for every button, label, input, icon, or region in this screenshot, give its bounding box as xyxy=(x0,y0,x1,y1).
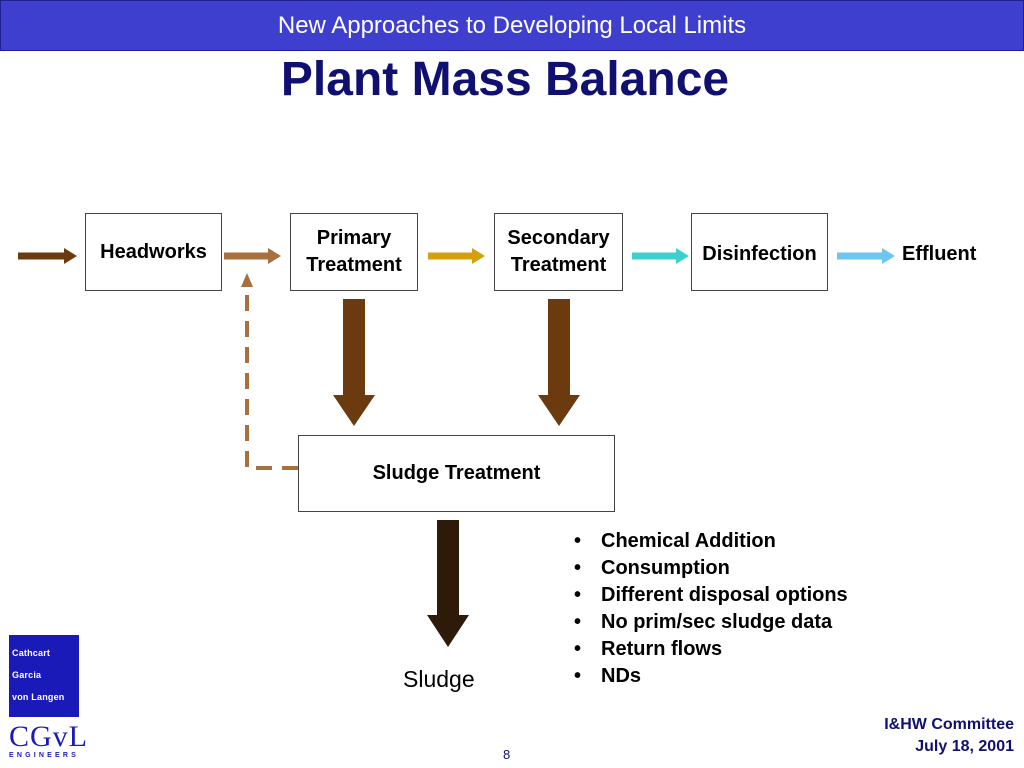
secondary-label-line2: Treatment xyxy=(510,254,607,276)
header-title: New Approaches to Developing Local Limit… xyxy=(277,11,747,39)
secondary-to-disinfection-arrow xyxy=(632,248,689,264)
secondary-sludge-arrow xyxy=(538,299,580,426)
list-item: Return flows xyxy=(570,636,848,663)
headworks-to-primary-arrow xyxy=(224,248,281,264)
notes-list: Chemical Addition Consumption Different … xyxy=(570,528,848,690)
committee-label: I&HW Committee xyxy=(884,716,1014,733)
footer-info: I&HW Committee July 18, 2001 xyxy=(884,714,1014,758)
effluent-label: Effluent xyxy=(902,243,977,265)
primary-label-line2: Treatment xyxy=(306,254,402,276)
sludge-output-arrow xyxy=(427,520,469,647)
secondary-treatment-box: Secondary Treatment xyxy=(494,213,623,291)
logo-line-2: Garcia xyxy=(12,670,42,680)
header-bar: New Approaches to Developing Local Limit… xyxy=(0,0,1024,51)
company-logo-box: Cathcart Garcia von Langen xyxy=(9,635,79,717)
list-item: Different disposal options xyxy=(570,582,848,609)
slide-title: Plant Mass Balance xyxy=(280,53,730,106)
list-item: NDs xyxy=(570,663,848,690)
sludge-treatment-label: Sludge Treatment xyxy=(372,462,541,484)
logo-subtitle: ENGINEERS xyxy=(9,752,80,759)
logo-mark: CGvL xyxy=(9,720,88,753)
effluent-arrow xyxy=(837,248,895,264)
secondary-label-line1: Secondary xyxy=(507,227,610,249)
list-item: No prim/sec sludge data xyxy=(570,609,848,636)
list-item: Consumption xyxy=(570,555,848,582)
return-flow-dashed-arrow xyxy=(241,273,298,470)
sludge-treatment-box: Sludge Treatment xyxy=(298,435,615,512)
primary-to-secondary-arrow xyxy=(428,248,485,264)
logo-line-1: Cathcart xyxy=(12,648,51,658)
page-number: 8 xyxy=(503,747,511,762)
primary-label-line1: Primary xyxy=(316,227,392,249)
disinfection-label: Disinfection xyxy=(702,243,817,265)
headworks-label: Headworks xyxy=(100,240,207,263)
list-item: Chemical Addition xyxy=(570,528,848,555)
disinfection-box: Disinfection xyxy=(691,213,828,291)
logo-line-3: von Langen xyxy=(12,692,65,702)
date-label: July 18, 2001 xyxy=(915,738,1014,755)
primary-sludge-arrow xyxy=(333,299,375,426)
sludge-label: Sludge xyxy=(403,666,475,692)
influent-arrow xyxy=(18,248,77,264)
headworks-box: Headworks xyxy=(85,213,222,291)
primary-treatment-box: Primary Treatment xyxy=(290,213,418,291)
